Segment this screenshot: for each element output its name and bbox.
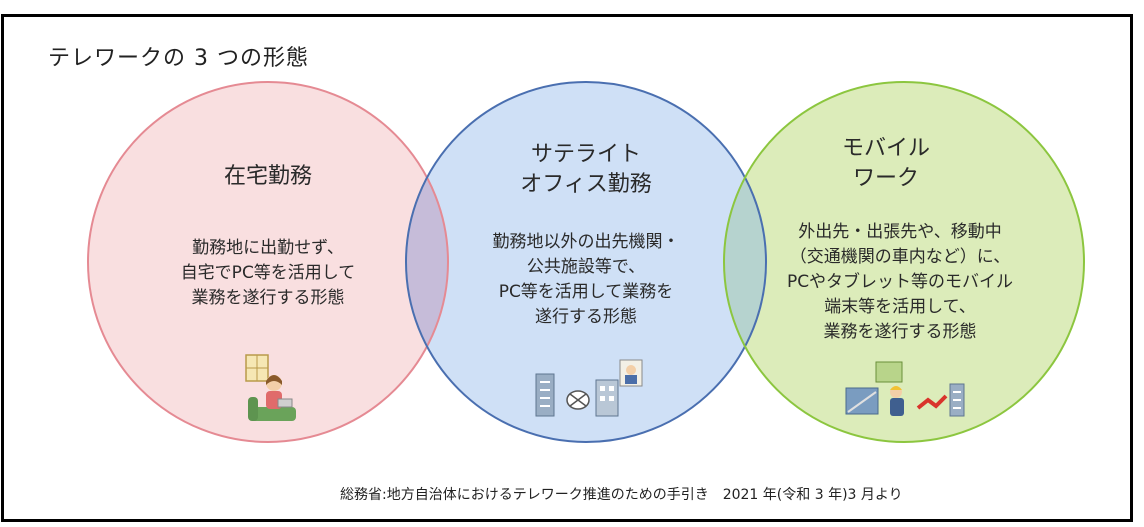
mobile-work-title-line: モバイル: [841, 136, 930, 161]
satellite-office-title-line: オフィス勤務: [520, 172, 652, 197]
mobile-work-desc-line: 端末等を活用して、: [824, 297, 976, 317]
home-work-title-line: 在宅勤務: [223, 164, 312, 189]
mobile-work-desc-line: （交通機関の車内など）に、: [789, 247, 1011, 267]
mobile-work-illustration: [845, 361, 965, 417]
satellite-office-desc-line: PC等を活用して業務を: [498, 282, 674, 302]
source-citation: 総務省:地方自治体におけるテレワーク推進のための手引き 2021 年(令和 3 …: [340, 487, 903, 503]
home-work-desc-line: 業務を遂行する形態: [191, 288, 345, 308]
home-work-circle: [88, 82, 448, 442]
satellite-office-outline: [405, 81, 767, 443]
home-work-outline: [87, 81, 449, 443]
home-work-title: 在宅勤務: [168, 162, 368, 192]
mobile-work-description: 外出先・出張先や、移動中 （交通機関の車内など）に、 PCやタブレット等のモバイ…: [770, 220, 1030, 345]
home-work-desc-line: 勤務地に出勤せず、: [192, 238, 344, 258]
satellite-office-desc-line: 遂行する形態: [535, 307, 637, 327]
satellite-office-desc-line: 勤務地以外の出先機関・: [492, 232, 680, 252]
mobile-work-circle: [724, 82, 1084, 442]
satellite-office-title-line: サテライト: [530, 142, 641, 167]
mobile-work-outline: [723, 81, 1085, 443]
mobile-work-desc-line: 外出先・出張先や、移動中: [798, 222, 1002, 242]
satellite-office-title: サテライト オフィス勤務: [486, 140, 686, 200]
satellite-office-circle: [406, 82, 766, 442]
satellite-office-desc-line: 公共施設等で、: [526, 257, 646, 277]
mobile-work-desc-line: 業務を遂行する形態: [823, 322, 977, 342]
satellite-office-illustration: [535, 359, 643, 417]
mobile-work-title: モバイル ワーク: [786, 134, 986, 194]
person-at-home-illustration: [245, 354, 296, 421]
home-work-description: 勤務地に出勤せず、 自宅でPC等を活用して 業務を遂行する形態: [148, 236, 388, 311]
mobile-work-desc-line: PCやタブレット等のモバイル: [786, 272, 1014, 292]
satellite-office-description: 勤務地以外の出先機関・ 公共施設等で、 PC等を活用して業務を 遂行する形態: [456, 230, 716, 330]
home-work-desc-line: 自宅でPC等を活用して: [180, 263, 356, 283]
figure-title: テレワークの 3 つの形態: [48, 46, 309, 71]
mobile-work-title-line: ワーク: [852, 166, 919, 191]
